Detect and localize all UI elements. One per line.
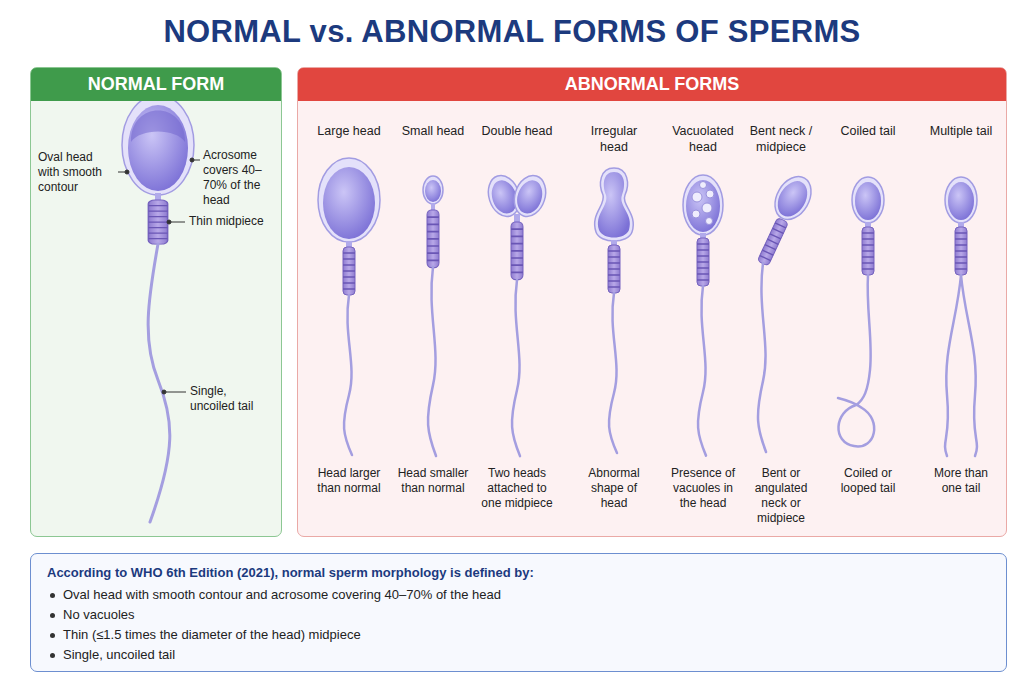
criteria-bullet: Thin (≤1.5 times the diameter of the hea… bbox=[47, 625, 990, 645]
panel-ground bbox=[297, 67, 1007, 537]
bent-neck-sperm bbox=[757, 170, 818, 452]
form-name: Bent neck / midpiece bbox=[743, 124, 819, 155]
form-description: Head larger than normal bbox=[311, 466, 387, 496]
panel-ground bbox=[30, 67, 282, 537]
form-description: Presence of vacuoles in the head bbox=[665, 466, 741, 511]
form-name: Multiple tail bbox=[923, 124, 999, 140]
leader-lines bbox=[118, 158, 200, 394]
normal-sperm bbox=[122, 95, 194, 522]
criteria-bullet: Single, uncoiled tail bbox=[47, 645, 990, 665]
small-head-sperm bbox=[423, 176, 443, 456]
criteria-bullet: No vacuoles bbox=[47, 605, 990, 625]
form-description: Head smaller than normal bbox=[395, 466, 471, 496]
form-description: Two heads attached to one midpiece bbox=[479, 466, 555, 511]
callout-label: Single, uncoiled tail bbox=[190, 384, 274, 414]
vacuolated-head-sperm bbox=[683, 175, 723, 456]
form-description: Coiled or looped tail bbox=[830, 466, 906, 496]
irregular-head-sperm bbox=[595, 168, 634, 453]
panel-header: ABNORMAL FORMS bbox=[298, 68, 1006, 101]
form-description: Abnormal shape of head bbox=[576, 466, 652, 511]
panel-header: NORMAL FORM bbox=[31, 68, 281, 101]
form-name: Vacuolated head bbox=[665, 124, 741, 155]
multiple-tail-sperm bbox=[945, 177, 977, 456]
callout-label: Acrosome covers 40–70% of the head bbox=[203, 148, 279, 208]
coiled-tail-sperm bbox=[838, 177, 884, 446]
callout-label: Oval head with smooth contour bbox=[38, 150, 116, 195]
panel-box: NORMAL FORM bbox=[30, 67, 282, 537]
form-name: Coiled tail bbox=[830, 124, 906, 140]
form-name: Small head bbox=[395, 124, 471, 140]
criteria-bullet: Oval head with smooth contour and acroso… bbox=[47, 585, 990, 605]
page-title: NORMAL vs. ABNORMAL FORMS OF SPERMS bbox=[0, 14, 1024, 50]
form-description: Bent or angulated neck or midpiece bbox=[743, 466, 819, 526]
criteria-heading: According to WHO 6th Edition (2021), nor… bbox=[47, 563, 990, 583]
criteria-box: According to WHO 6th Edition (2021), nor… bbox=[30, 553, 1007, 672]
callout-label: Thin midpiece bbox=[189, 214, 277, 229]
form-name: Double head bbox=[479, 124, 555, 140]
form-name: Large head bbox=[311, 124, 387, 140]
form-description: More than one tail bbox=[923, 466, 999, 496]
double-head-sperm bbox=[483, 171, 551, 456]
form-name: Irregular head bbox=[576, 124, 652, 155]
large-head-sperm bbox=[318, 158, 380, 455]
